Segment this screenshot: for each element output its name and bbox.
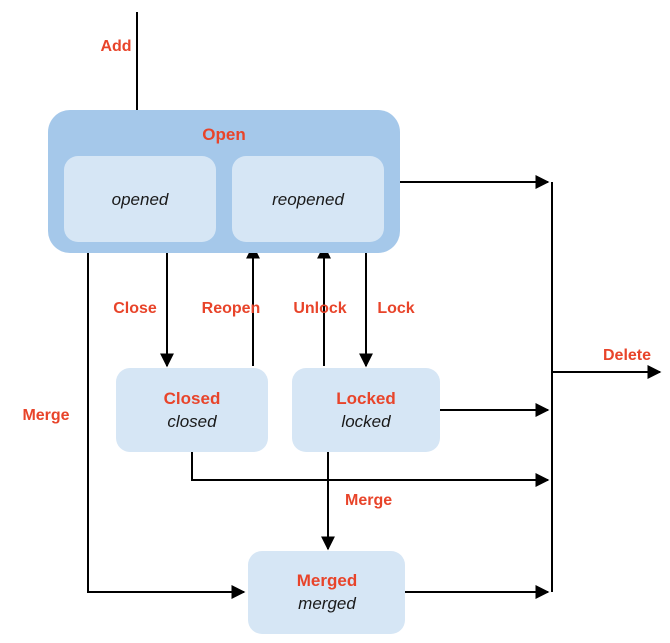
state-closed-background (116, 368, 268, 452)
edge-closed-to-rail (191, 452, 550, 487)
edge-label-add: Add (100, 38, 131, 55)
state-merged[interactable]: Merged merged (248, 551, 405, 634)
state-merged-title: Merged (297, 571, 357, 590)
edge-label-delete: Delete (603, 347, 651, 364)
edge-label-reopen: Reopen (202, 300, 261, 317)
state-opened-background (64, 156, 216, 242)
state-closed-title: Closed (164, 389, 221, 408)
state-locked[interactable]: Locked locked (292, 368, 440, 452)
edge-label-merge-mid: Merge (345, 492, 392, 509)
state-merged-event: merged (298, 594, 356, 613)
state-locked-event: locked (341, 412, 391, 431)
edge-label-lock: Lock (377, 300, 414, 317)
state-locked-background (292, 368, 440, 452)
edge-label-close: Close (113, 300, 157, 317)
state-opened[interactable]: opened (64, 156, 216, 242)
state-reopened-event: reopened (272, 190, 344, 209)
group-open[interactable]: Open opened reopened (48, 110, 400, 253)
state-opened-event: opened (112, 190, 169, 209)
edge-label-merge-open: Merge (22, 407, 69, 424)
state-locked-title: Locked (336, 389, 396, 408)
state-merged-background (248, 551, 405, 634)
group-open-title: Open (202, 125, 245, 144)
edge-merge-open (87, 253, 246, 599)
state-closed-event: closed (167, 412, 217, 431)
state-closed[interactable]: Closed closed (116, 368, 268, 452)
state-reopened-background (232, 156, 384, 242)
edge-label-unlock: Unlock (293, 300, 346, 317)
state-reopened[interactable]: reopened (232, 156, 384, 242)
